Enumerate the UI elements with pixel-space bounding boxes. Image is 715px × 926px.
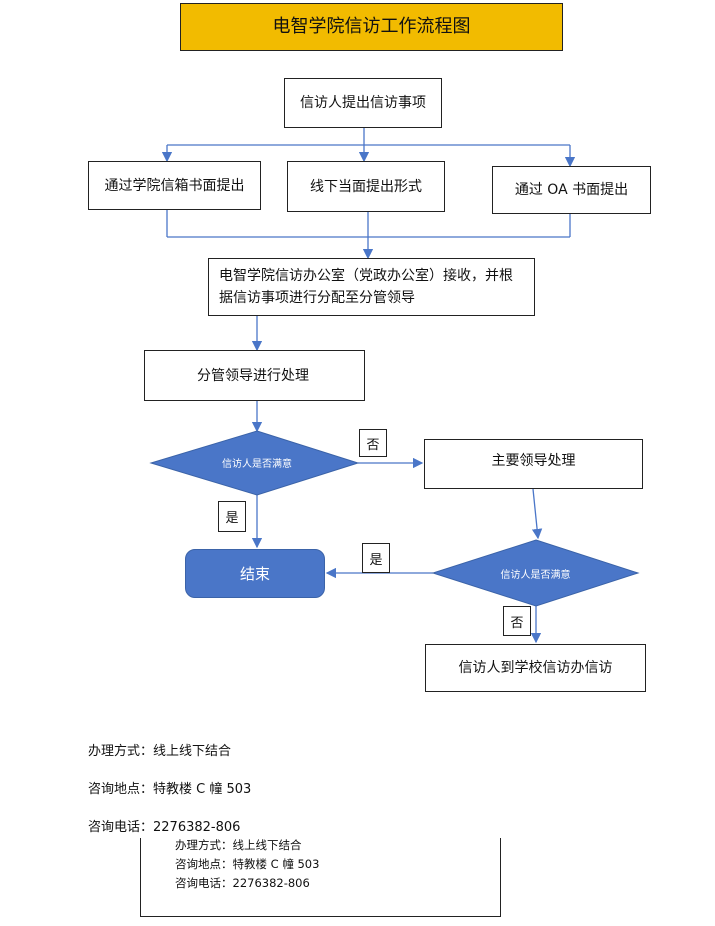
info-frame bbox=[140, 838, 501, 917]
info-method: 办理方式：线上线下结合 bbox=[88, 744, 232, 759]
edge-label-d1-no: 否 bbox=[359, 429, 387, 457]
branch-mid-node: 线下当面提出形式 bbox=[287, 161, 445, 212]
edge-label-d1-yes: 是 bbox=[218, 501, 246, 532]
info-address: 咨询地点：特教楼 C 幢 503 bbox=[88, 782, 252, 797]
decision1-label: 信访人是否满意 bbox=[222, 459, 292, 470]
edge-label-d2-yes: 是 bbox=[362, 543, 390, 573]
edge-label-d2-no: 否 bbox=[503, 606, 531, 636]
main-leader-node: 主要领导处理 bbox=[424, 439, 643, 489]
decision2-label: 信访人是否满意 bbox=[500, 570, 571, 581]
receive-node: 电智学院信访办公室（党政办公室）接收，并根据信访事项进行分配至分管领导 bbox=[208, 258, 535, 316]
start-node: 信访人提出信访事项 bbox=[284, 78, 442, 128]
branch-left-node: 通过学院信箱书面提出 bbox=[88, 161, 261, 210]
decision2-diamond bbox=[431, 539, 640, 607]
branch-right-node: 通过 OA 书面提出 bbox=[492, 166, 651, 214]
end-node: 结束 bbox=[185, 549, 325, 598]
page-title: 电智学院信访工作流程图 bbox=[180, 3, 563, 51]
process-node: 分管领导进行处理 bbox=[144, 350, 365, 401]
inner-info-method: 办理方式：线上线下结合 bbox=[175, 838, 302, 852]
escalate-node: 信访人到学校信访办信访 bbox=[425, 644, 646, 692]
inner-info-address: 咨询地点：特教楼 C 幢 503 bbox=[175, 857, 320, 871]
inner-info-phone: 咨询电话：2276382-806 bbox=[175, 876, 310, 890]
info-phone: 咨询电话：2276382-806 bbox=[88, 820, 241, 835]
decision1-diamond bbox=[149, 430, 360, 496]
